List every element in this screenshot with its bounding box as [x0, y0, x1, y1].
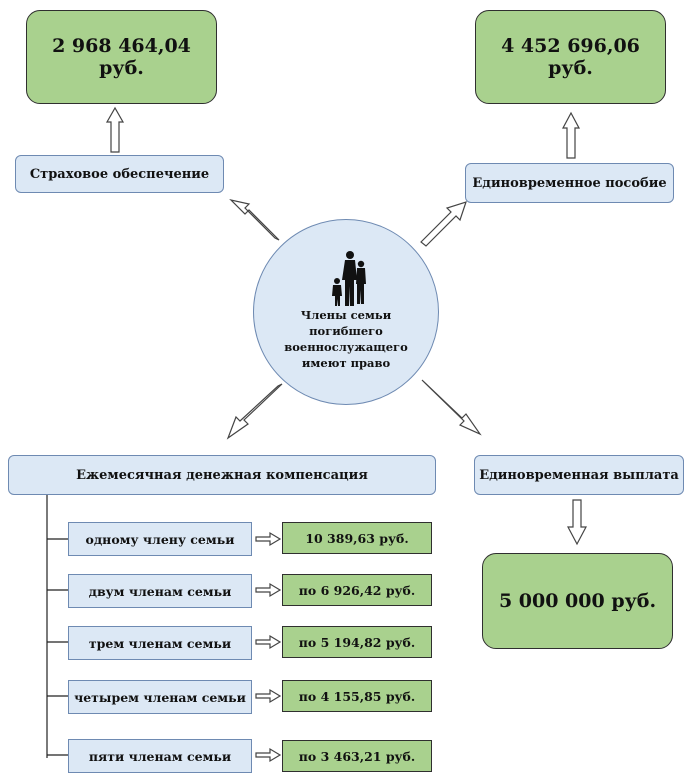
row-label-box: одному члену семьи	[68, 522, 252, 556]
center-line-4: имеют право	[301, 356, 391, 370]
payment-label-box: Единовременная выплата	[474, 455, 684, 495]
row-amount: по 5 194,82 руб.	[298, 634, 416, 650]
insurance-label: Страховое обеспечение	[29, 166, 210, 182]
monthly-title-box: Ежемесячная денежная компенсация	[8, 455, 436, 495]
center-line-1: Члены семьи	[300, 308, 392, 322]
row-arrow-1	[255, 531, 282, 547]
row-label-box: двум членам семьи	[68, 574, 252, 608]
insurance-label-box: Страховое обеспечение	[15, 155, 224, 193]
arrow-diag-monthly	[226, 383, 283, 440]
row-label: четырем членам семьи	[74, 689, 246, 705]
center-line-3: военнослужащего	[284, 340, 408, 354]
allowance-label: Единовременное пособие	[472, 175, 667, 191]
allowance-label-box: Единовременное пособие	[465, 163, 674, 203]
row-amount: 10 389,63 руб.	[305, 530, 409, 546]
payment-amount-box: 5 000 000 руб.	[482, 553, 673, 649]
insurance-amount: 2 968 464,04 руб.	[52, 35, 191, 79]
row-arrow-5	[255, 747, 282, 763]
row-arrow-4	[255, 688, 282, 704]
row-amount: по 6 926,42 руб.	[298, 582, 416, 598]
payment-label: Единовременная выплата	[479, 467, 679, 483]
center-text: Члены семьи погибшего военнослужащего им…	[268, 307, 424, 371]
arrow-up-allowance	[562, 111, 580, 159]
row-label-box: четырем членам семьи	[68, 680, 252, 714]
row-arrow-2	[255, 582, 282, 598]
row-amount-box: по 5 194,82 руб.	[282, 626, 432, 658]
arrow-down-payment	[567, 499, 587, 546]
allowance-amount-box: 4 452 696,06 руб.	[475, 10, 666, 104]
row-arrow-3	[255, 634, 282, 650]
row-label: одному члену семьи	[85, 531, 235, 547]
row-label: трем членам семьи	[88, 635, 232, 651]
insurance-amount-box: 2 968 464,04 руб.	[26, 10, 217, 104]
center-line-2: погибшего	[309, 324, 383, 338]
row-label: пяти членам семьи	[88, 748, 232, 764]
payment-amount: 5 000 000 руб.	[498, 590, 657, 612]
row-amount-box: по 4 155,85 руб.	[282, 680, 432, 712]
monthly-title: Ежемесячная денежная компенсация	[76, 467, 368, 483]
row-label: двум членам семьи	[88, 583, 232, 599]
arrow-diag-insurance	[229, 198, 280, 241]
arrow-diag-payment	[421, 379, 482, 436]
family-silhouette-icon	[332, 251, 366, 306]
row-amount-box: 10 389,63 руб.	[282, 522, 432, 554]
arrow-up-insurance	[105, 106, 125, 153]
allowance-amount: 4 452 696,06 руб.	[501, 35, 640, 79]
center-circle	[253, 219, 439, 405]
row-amount-box: по 3 463,21 руб.	[282, 740, 432, 772]
arrow-diag-allowance	[420, 201, 467, 247]
row-label-box: пяти членам семьи	[68, 739, 252, 773]
row-label-box: трем членам семьи	[68, 626, 252, 660]
row-amount: по 3 463,21 руб.	[298, 748, 416, 764]
row-amount-box: по 6 926,42 руб.	[282, 574, 432, 606]
row-amount: по 4 155,85 руб.	[298, 688, 416, 704]
